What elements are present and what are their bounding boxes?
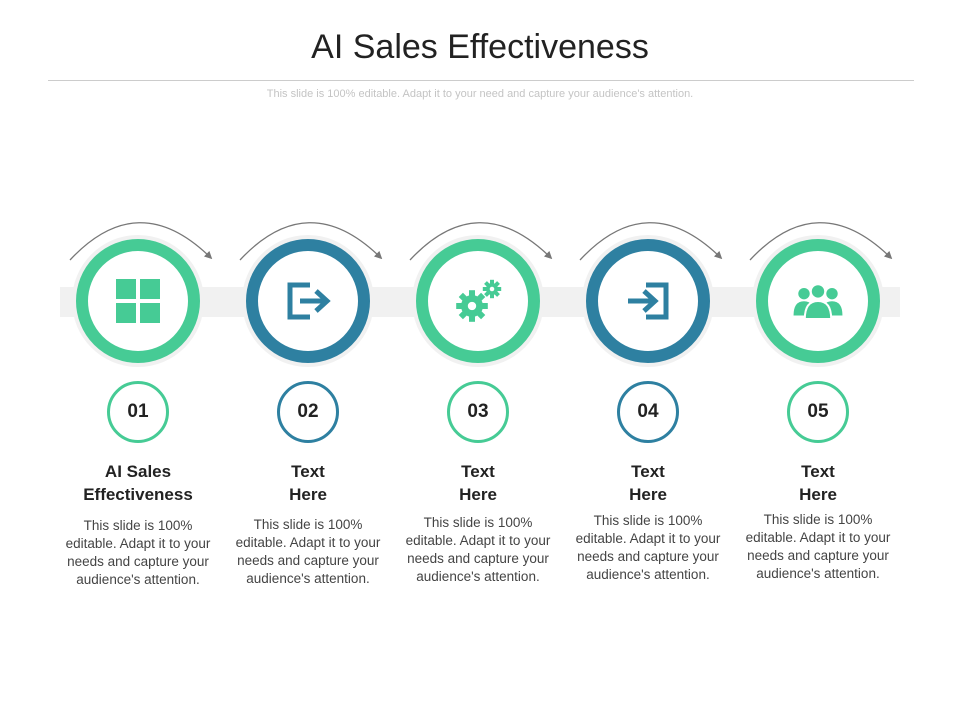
step-description: This slide is 100% editable. Adapt it to… (575, 513, 721, 582)
step-number: 04 (617, 381, 679, 443)
step-number: 03 (447, 381, 509, 443)
cycle-arrow (749, 222, 893, 261)
step-heading: Text Here (629, 462, 667, 504)
step-ring (76, 239, 200, 363)
step-description: This slide is 100% editable. Adapt it to… (405, 515, 551, 584)
step-number: 05 (787, 381, 849, 443)
step-heading: AI Sales Effectiveness (83, 462, 193, 504)
step-heading: Text Here (289, 462, 327, 504)
title-divider (48, 80, 914, 81)
cycle-arrow (69, 222, 213, 261)
step-heading: Text Here (799, 462, 837, 504)
step-number: 01 (107, 381, 169, 443)
export-icon (287, 282, 331, 320)
cycle-arrow (409, 222, 553, 261)
step-ring (756, 239, 880, 363)
slide-subtitle: This slide is 100% editable. Adapt it to… (266, 88, 694, 100)
step-description: This slide is 100% editable. Adapt it to… (235, 517, 381, 586)
import-icon (628, 282, 669, 320)
step-number: 02 (277, 381, 339, 443)
team-icon (793, 283, 843, 320)
step-ring (246, 239, 370, 363)
gears-icon (456, 279, 502, 322)
cycle-arrow (579, 222, 723, 261)
step-ring (586, 239, 710, 363)
step-heading: Text Here (459, 462, 497, 504)
grid-icon (116, 279, 160, 323)
slide-title: AI Sales Effectiveness (311, 28, 649, 66)
step-description: This slide is 100% editable. Adapt it to… (745, 512, 891, 581)
step-description: This slide is 100% editable. Adapt it to… (65, 518, 211, 587)
cycle-arrow (239, 222, 383, 261)
step-ring (416, 239, 540, 363)
